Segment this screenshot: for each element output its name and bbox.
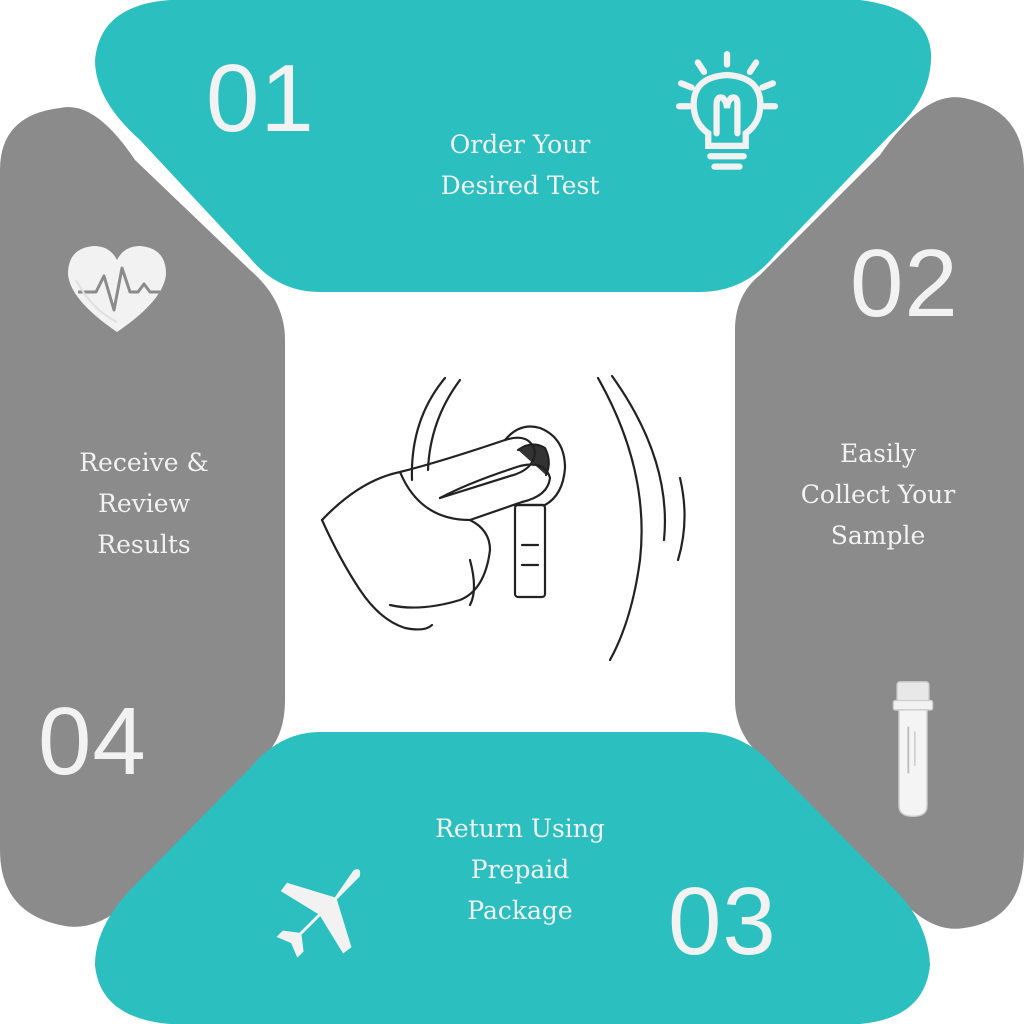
step-label-01: Order Your Desired Test [440, 130, 600, 200]
heart-pulse-icon [68, 246, 166, 332]
step-number-03: 03 [668, 868, 777, 975]
finger-prick-illustration [320, 374, 686, 662]
step-number-04: 04 [38, 688, 147, 795]
step-label-02: Easily Collect Your Sample [800, 439, 956, 550]
panel-step-03 [95, 732, 930, 1024]
step-label-04: Receive & Review Results [79, 448, 209, 559]
panel-step-02 [735, 97, 1024, 929]
panel-step-04 [0, 107, 285, 927]
step-label-03: Return Using Prepaid Package [435, 814, 605, 925]
step-number-02: 02 [850, 230, 959, 337]
step-number-01: 01 [206, 45, 315, 152]
lightbulb-icon [675, 51, 779, 170]
sample-tube-icon [892, 681, 934, 817]
airplane-icon [276, 869, 361, 958]
center-image-panel [287, 293, 733, 731]
